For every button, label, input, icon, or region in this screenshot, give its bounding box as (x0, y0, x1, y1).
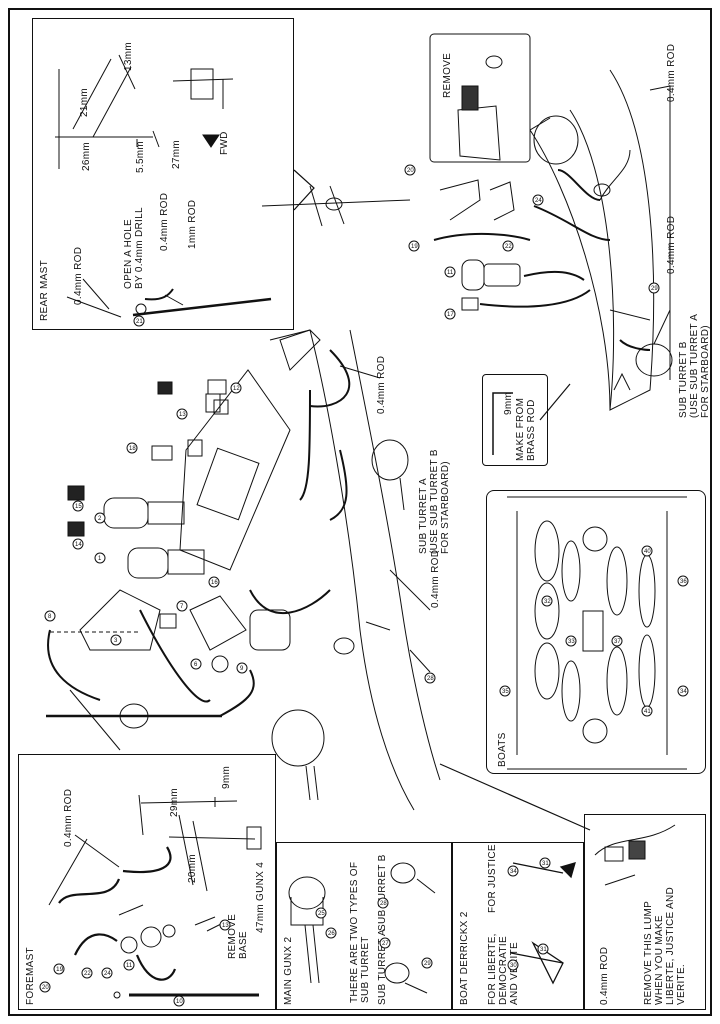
svg-text:20: 20 (42, 985, 49, 991)
svg-text:3: 3 (114, 638, 118, 644)
svg-text:17: 17 (447, 312, 454, 318)
top-rod-side-label: 0.4mm ROD (666, 215, 677, 274)
svg-text:28: 28 (427, 676, 434, 682)
brass-rod-panel: 9mm MAKE FROM BRASS ROD (482, 374, 548, 466)
svg-text:1: 1 (98, 556, 102, 562)
svg-text:34: 34 (510, 869, 517, 875)
lump-note-panel: 0.4mm ROD REMOVE THIS LUMP WHEN YOU MAKE… (584, 814, 706, 1010)
svg-text:24: 24 (104, 971, 111, 977)
svg-text:25: 25 (318, 911, 325, 917)
svg-text:20: 20 (407, 168, 414, 174)
svg-text:10: 10 (176, 999, 183, 1005)
svg-text:12: 12 (233, 386, 240, 392)
svg-text:6: 6 (194, 662, 198, 668)
svg-text:9: 9 (240, 666, 244, 672)
brass-drawing (492, 392, 513, 455)
svg-text:35: 35 (502, 689, 509, 695)
instruction-sheet: FOREMAST 0.4mm ROD 29mm 9mm 20mm REMOVE … (8, 8, 712, 1016)
boat-derrick-drawing: 31 34 31 30 (507, 857, 576, 985)
svg-text:31: 31 (542, 861, 549, 867)
svg-text:34: 34 (680, 689, 687, 695)
foremast-panel: FOREMAST 0.4mm ROD 29mm 9mm 20mm REMOVE … (18, 754, 276, 1010)
svg-text:16: 16 (211, 580, 218, 586)
svg-text:37: 37 (614, 639, 621, 645)
top-rod-label: 0.4mm ROD (666, 43, 677, 102)
svg-text:29: 29 (424, 961, 431, 967)
svg-text:29: 29 (651, 286, 658, 292)
svg-text:13: 13 (179, 412, 186, 418)
svg-text:19: 19 (56, 966, 64, 973)
svg-text:22: 22 (84, 971, 91, 977)
svg-text:21: 21 (136, 319, 143, 325)
svg-text:2: 2 (98, 516, 102, 522)
boats-drawing: 35 32 33 37 40 41 36 34 (499, 496, 689, 770)
main-gun-drawing: 25 26 28 27 29 (288, 862, 436, 994)
main-gun-panel: MAIN GUNX 2 THERE ARE TWO TYPES OF SUB T… (276, 842, 452, 1010)
svg-text:14: 14 (75, 542, 82, 548)
svg-text:8: 8 (48, 614, 52, 620)
top-remove-label: REMOVE (442, 52, 453, 98)
sub-turret-a-note: SUB TURRET A (USE SUB TURRET B FOR STARB… (418, 449, 451, 554)
rear-mast-drawing: 21 (55, 54, 272, 327)
svg-text:41: 41 (644, 709, 651, 715)
boat-derrick-panel: BOAT DERRICKX 2 FOR JUSTICE FOR LIBERTE,… (452, 842, 584, 1010)
svg-text:13: 13 (222, 923, 229, 929)
center-rod-2: 0.4mm ROD (430, 549, 441, 608)
svg-text:27: 27 (382, 941, 389, 947)
svg-text:31: 31 (540, 947, 547, 953)
center-rod-1: 0.4mm ROD (376, 355, 387, 414)
svg-text:11: 11 (447, 270, 454, 276)
svg-text:28: 28 (380, 901, 387, 907)
svg-text:36: 36 (680, 579, 687, 585)
svg-text:7: 7 (180, 604, 184, 610)
svg-text:18: 18 (129, 446, 136, 452)
foremast-drawing: 19 22 24 11 13 10 20 (39, 794, 262, 1007)
svg-text:24: 24 (535, 198, 542, 204)
svg-text:33: 33 (568, 639, 575, 645)
svg-text:22: 22 (505, 244, 512, 250)
svg-text:40: 40 (644, 549, 651, 555)
svg-text:30: 30 (510, 963, 517, 969)
lump-drawing (594, 824, 676, 886)
rear-mast-panel: REAR MAST 0.4mm ROD OPEN A HOLE BY 0.4mm… (32, 18, 294, 330)
svg-text:19: 19 (411, 244, 418, 250)
svg-text:32: 32 (544, 599, 551, 605)
sub-turret-b-note: SUB TURRET B (USE SUB TURRET A FOR STARB… (678, 313, 711, 418)
boats-panel: BOATS 35 32 33 (486, 490, 706, 774)
svg-text:11: 11 (126, 963, 133, 969)
svg-text:15: 15 (75, 504, 82, 510)
svg-text:26: 26 (328, 931, 335, 937)
